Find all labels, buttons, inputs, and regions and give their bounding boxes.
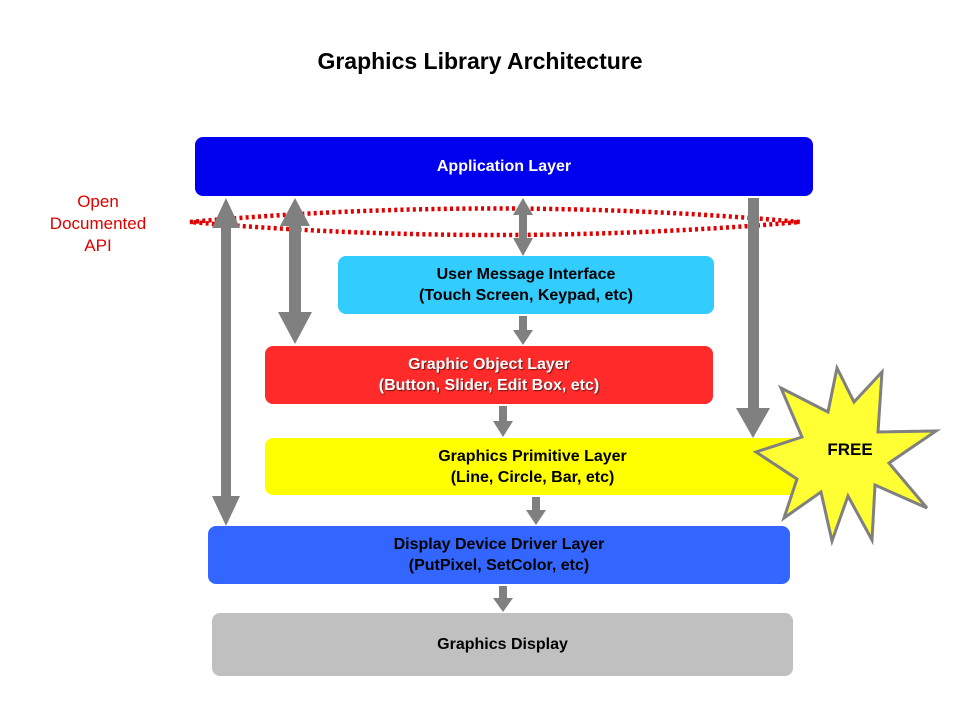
arrow-gol-gpl	[493, 406, 513, 437]
application-layer-box: Application Layer	[195, 137, 813, 196]
graphics-primitive-layer-box: Graphics Primitive Layer (Line, Circle, …	[265, 438, 800, 495]
graphics-primitive-layer-examples: (Line, Circle, Bar, etc)	[450, 468, 615, 486]
user-message-interface-examples: (Touch Screen, Keypad, etc)	[419, 287, 633, 304]
display-device-driver-layer-examples: (PutPixel, SetColor, etc)	[408, 557, 590, 574]
display-device-driver-layer-box: Display Device Driver Layer (PutPixel, S…	[208, 526, 790, 584]
arrow-ddd-gd	[493, 586, 513, 612]
graphics-display-box: Graphics Display	[212, 613, 793, 676]
graphic-object-layer-examples: (Button, Slider, Edit Box, etc)	[378, 377, 600, 394]
graphics-display-label: Graphics Display	[437, 636, 568, 653]
arrow-app-umi	[513, 198, 533, 256]
arrow-app-gol	[278, 198, 312, 344]
application-layer-label: Application Layer	[436, 158, 572, 175]
api-label-line-1: Open	[77, 192, 119, 211]
graphics-primitive-layer-label: Graphics Primitive Layer	[438, 447, 627, 465]
arrow-umi-gol	[513, 316, 533, 345]
graphic-object-layer-box: Graphic Object Layer (Button, Slider, Ed…	[265, 346, 713, 404]
api-label-line-3: API	[84, 236, 112, 255]
display-device-driver-layer-label: Display Device Driver Layer	[393, 536, 605, 553]
api-boundary-line	[189, 206, 801, 238]
diagram-title: Graphics Library Architecture	[317, 48, 643, 74]
api-boundary	[189, 206, 801, 238]
user-message-interface-label: User Message Interface	[436, 266, 616, 283]
connector-arrows	[212, 198, 770, 612]
api-label: Open Documented API	[28, 191, 168, 257]
arrow-gpl-ddd	[526, 497, 546, 525]
user-message-interface-box: User Message Interface (Touch Screen, Ke…	[338, 256, 714, 314]
arrow-app-ddd	[212, 198, 240, 526]
graphic-object-layer-label: Graphic Object Layer	[408, 356, 570, 373]
free-badge-label: FREE	[827, 440, 873, 459]
api-label-line-2: Documented	[49, 214, 147, 233]
arrow-app-gpl	[736, 198, 770, 438]
